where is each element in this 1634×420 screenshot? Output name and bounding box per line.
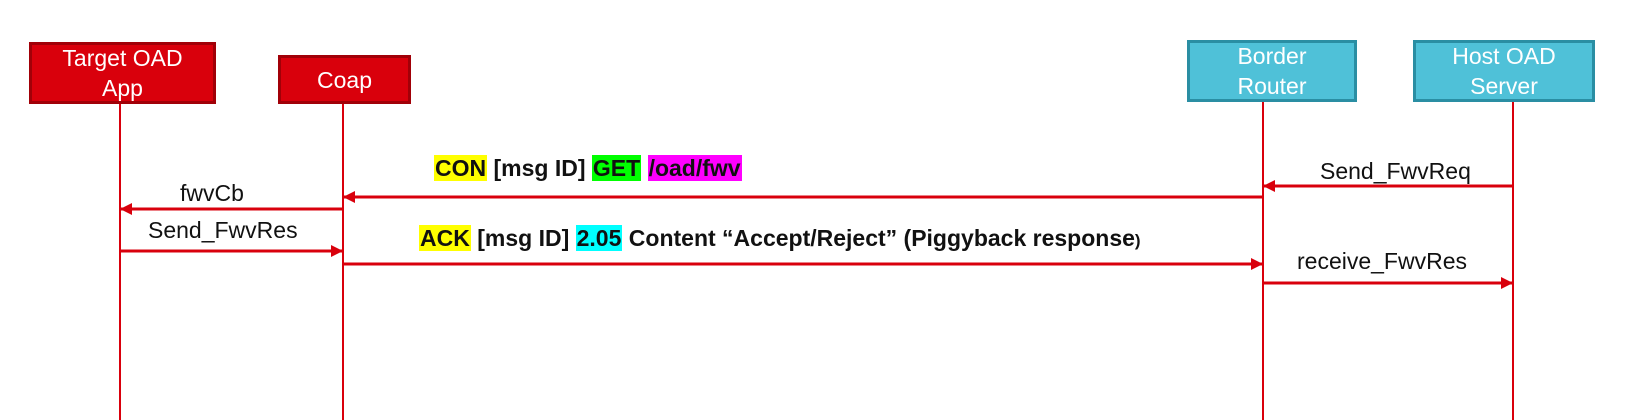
close-paren: )	[1134, 231, 1141, 250]
participant-border-router: Border Router	[1187, 40, 1357, 102]
participant-host-oad-server-label: Host OAD Server	[1452, 43, 1556, 99]
code-highlight: 2.05	[575, 225, 623, 251]
path-highlight: /oad/fwv	[647, 155, 742, 181]
message-send-fwvreq: Send_FwvReq	[1320, 158, 1471, 184]
get-highlight: GET	[591, 155, 642, 181]
con-highlight: CON	[434, 155, 488, 181]
participant-target-oad-app-label: Target OAD App	[62, 45, 183, 101]
participant-host-oad-server: Host OAD Server	[1413, 40, 1595, 102]
msg-id-text: [msg ID]	[487, 155, 592, 181]
message-fwvcb: fwvCb	[180, 180, 244, 206]
participant-coap: Coap	[278, 55, 411, 104]
content-text: Content “Accept/Reject” (Piggyback respo…	[622, 225, 1135, 251]
msg-id-text-2: [msg ID]	[470, 225, 576, 251]
message-con-request: CON [msg ID] GET /oad/fwv	[434, 154, 742, 182]
participant-border-router-label: Border Router	[1237, 43, 1307, 99]
participant-coap-label: Coap	[317, 66, 372, 93]
participant-target-oad-app: Target OAD App	[29, 42, 216, 104]
message-send-fwvres: Send_FwvRes	[148, 217, 298, 243]
ack-highlight: ACK	[419, 225, 471, 251]
message-receive-fwvres: receive_FwvRes	[1297, 248, 1467, 274]
message-ack-response: ACK [msg ID] 2.05 Content “Accept/Reject…	[419, 224, 1141, 255]
